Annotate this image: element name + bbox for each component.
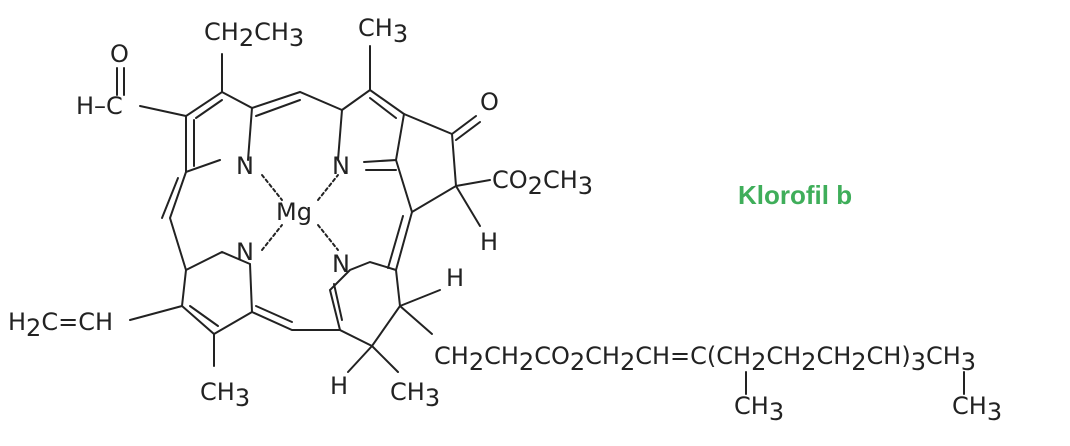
bond bbox=[255, 305, 293, 323]
bond bbox=[455, 179, 491, 187]
nitrogen-top-right: N bbox=[332, 152, 350, 180]
chain-methyl-2: CH3 bbox=[952, 392, 1002, 426]
bond bbox=[168, 171, 187, 271]
bond bbox=[251, 311, 341, 331]
bond bbox=[369, 97, 397, 119]
bond bbox=[347, 345, 373, 373]
bond bbox=[195, 99, 223, 119]
methyl-top-label: CH3 bbox=[358, 14, 408, 48]
bond bbox=[399, 289, 441, 307]
ethyl-label: CH2CH3 bbox=[204, 18, 304, 52]
bond bbox=[129, 305, 183, 321]
bond bbox=[337, 109, 343, 161]
ester-label: CO2CH3 bbox=[492, 166, 593, 200]
bonds bbox=[116, 45, 965, 395]
vinyl-label: H2C=CH bbox=[8, 308, 113, 342]
chain-methyl-1: CH3 bbox=[734, 392, 784, 426]
bond bbox=[333, 283, 343, 321]
bond bbox=[161, 177, 179, 219]
bond bbox=[399, 305, 433, 335]
bond bbox=[455, 185, 481, 227]
aldehyde-oxygen: O bbox=[110, 40, 129, 68]
methyl-bottom-left: CH3 bbox=[200, 378, 250, 412]
bond bbox=[371, 345, 399, 373]
hydrogen-d: H bbox=[446, 264, 464, 292]
aldehyde-hc: H–C bbox=[76, 92, 123, 120]
nitrogen-bottom-right: N bbox=[332, 250, 350, 278]
bond bbox=[116, 67, 125, 96]
labels: CH2CH3 CH3 O H–C O CO2CH3 N N N N Mg H H… bbox=[8, 14, 1002, 426]
bond bbox=[185, 90, 254, 174]
hydrogen-ring: H bbox=[480, 228, 498, 256]
methyl-bottom-middle: CH3 bbox=[390, 378, 440, 412]
bond bbox=[328, 260, 402, 348]
nitrogen-bottom-left: N bbox=[236, 238, 254, 266]
bond bbox=[189, 305, 219, 327]
diagram-title: Klorofil b bbox=[738, 180, 853, 210]
ketone-oxygen: O bbox=[480, 88, 499, 116]
bond bbox=[139, 105, 187, 117]
bond bbox=[251, 90, 343, 111]
phytyl-chain: CH2CH2CO2CH2CH=C(CH2CH2CH2CH)3CH3 bbox=[434, 342, 976, 376]
magnesium: Mg bbox=[276, 198, 312, 226]
bond bbox=[255, 99, 301, 117]
bond bbox=[395, 211, 413, 271]
bond bbox=[451, 115, 481, 141]
nitrogen-top-left: N bbox=[236, 152, 254, 180]
bond bbox=[395, 113, 458, 214]
bond bbox=[387, 215, 404, 269]
hydrogen-bottom: H bbox=[330, 372, 348, 400]
